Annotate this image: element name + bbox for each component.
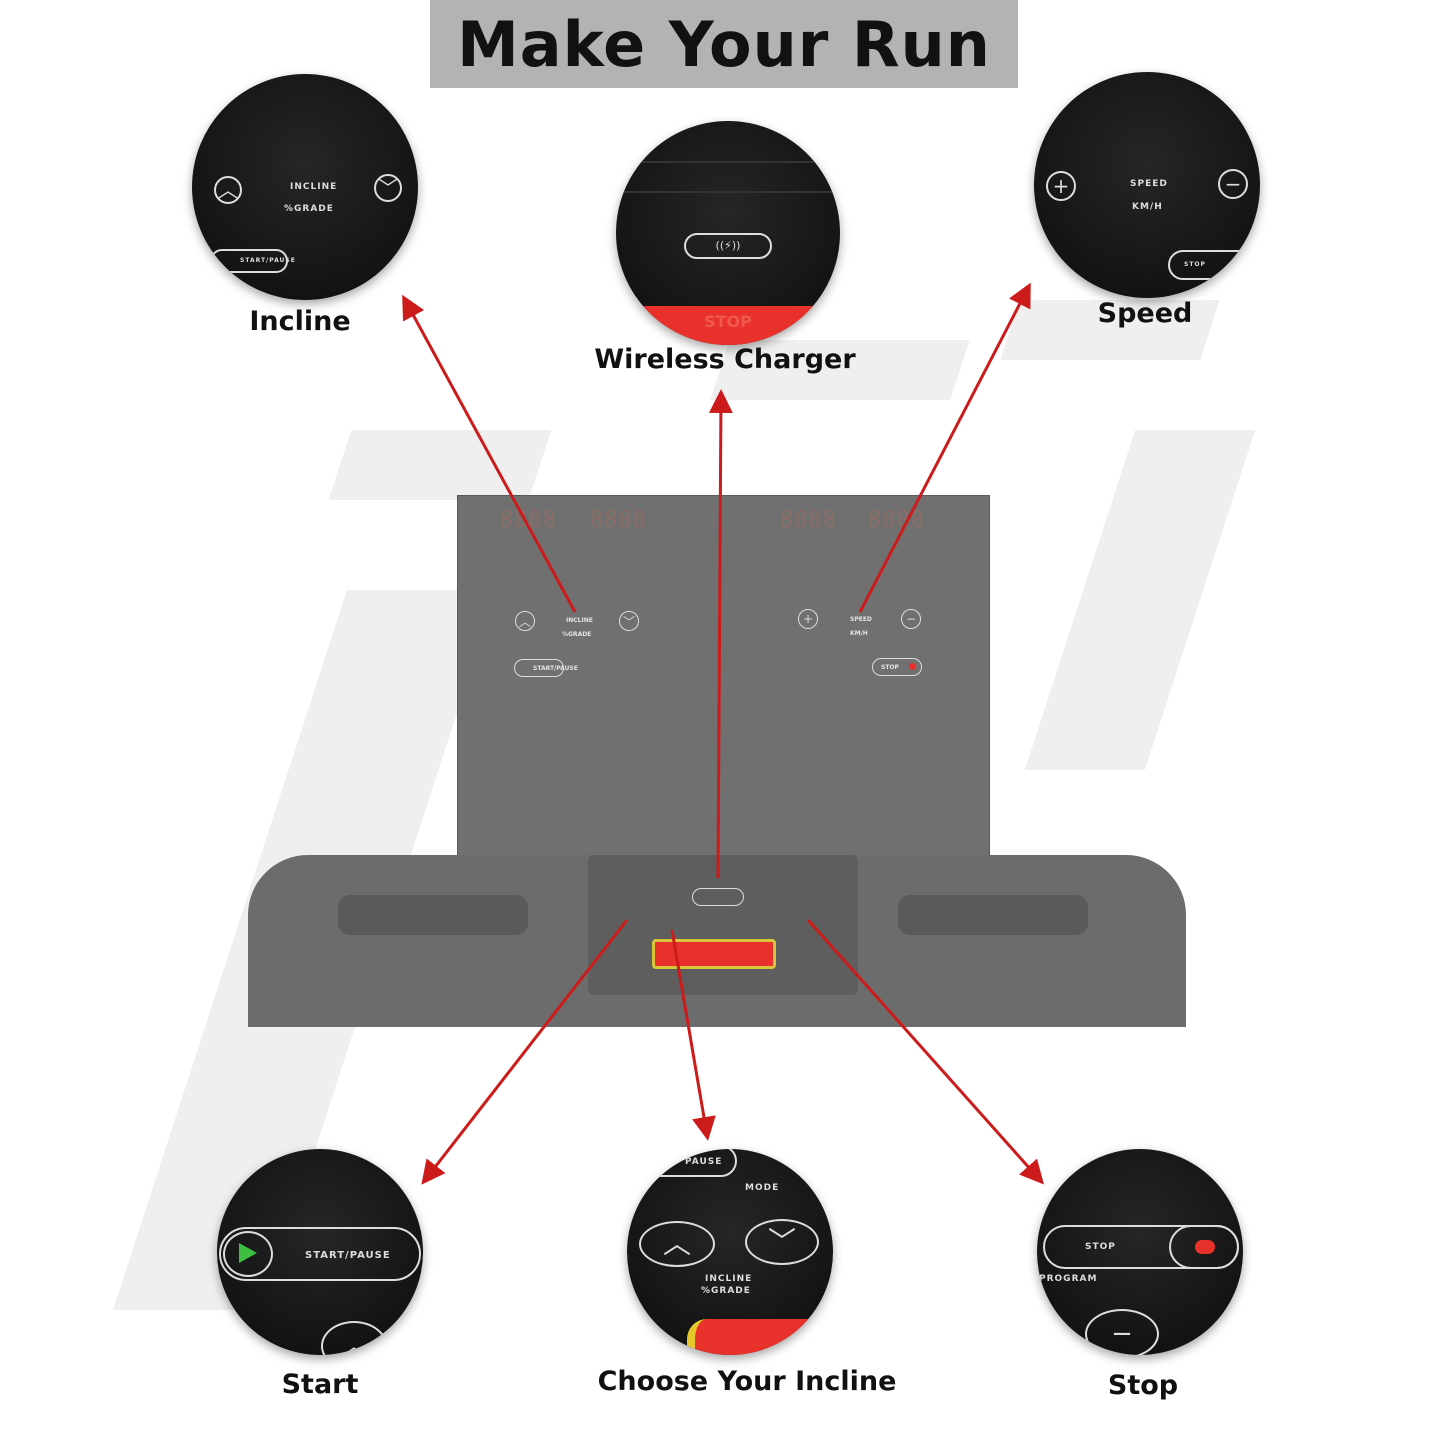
start-pause-pill: START/PAUSE — [219, 1227, 421, 1281]
speed-minus-icon[interactable]: − — [901, 609, 921, 629]
kmh-text: KM/H — [1132, 202, 1163, 212]
speed-text: SPEED — [1130, 179, 1168, 189]
page-title: Make Your Run — [457, 7, 991, 81]
incline-down-icon[interactable]: ﹀ — [619, 611, 639, 631]
minus-icon: − — [1085, 1309, 1159, 1355]
play-pause-icon — [223, 1231, 273, 1277]
wireless-charger-pad-icon — [692, 888, 744, 906]
panel-speed-label: SPEED — [850, 616, 872, 623]
left-cup-holder — [338, 895, 528, 935]
arrow-choose-incline — [670, 929, 716, 1141]
display-distance: 8888 — [868, 508, 925, 533]
pause-pill: PAUSE — [627, 1149, 737, 1177]
stop-key: STOP — [616, 306, 840, 345]
stop-callout-circle: STOP PROGRAM − — [1037, 1149, 1243, 1355]
speed-label: Speed — [1097, 298, 1193, 329]
arrow-speed — [858, 282, 1031, 613]
start-label: Start — [281, 1369, 359, 1400]
minus-icon: − — [1218, 169, 1248, 199]
stop-label: Stop — [1107, 1370, 1179, 1401]
chevron-up-icon: ︿ — [214, 176, 242, 204]
start-callout-circle: START/PAUSE ︿ — [217, 1149, 423, 1355]
plus-icon: + — [1046, 171, 1076, 201]
chevron-up-icon: ︿ — [321, 1321, 387, 1355]
speed-callout-circle: + SPEED KM/H − STOP — [1034, 72, 1260, 298]
start-pause-pill: START/PAUSE — [210, 249, 295, 273]
panel-start-button[interactable]: START/PAUSE — [514, 659, 578, 677]
chevron-down-icon: ﹀ — [745, 1219, 819, 1265]
arrow-incline — [402, 294, 577, 613]
choose-incline-callout-circle: PAUSE MODE ︿ ﹀ INCLINE %GRADE — [627, 1149, 833, 1355]
treadmill-console-base — [248, 855, 1186, 1027]
incline-text: INCLINE — [290, 182, 338, 192]
incline-label: Incline — [249, 306, 351, 337]
display-calories: 8888 — [590, 508, 647, 533]
display-time: 8888 — [780, 508, 837, 533]
choose-incline-label: Choose Your Incline — [597, 1366, 897, 1397]
chevron-down-icon: ﹀ — [374, 174, 402, 202]
chevron-up-icon: ︿ — [639, 1221, 715, 1267]
arrow-stop — [806, 919, 1044, 1185]
speed-plus-icon[interactable]: + — [798, 609, 818, 629]
panel-incline-label: INCLINE — [566, 617, 593, 624]
panel-kmh-label: KM/H — [850, 630, 868, 637]
panel-grade-label: %GRADE — [562, 631, 592, 638]
stop-red-dot-icon — [1169, 1225, 1239, 1269]
arrow-wireless — [708, 389, 733, 879]
right-cup-holder — [898, 895, 1088, 935]
stop-key — [687, 1319, 833, 1355]
wireless-charger-callout-circle: ((⚡)) STOP — [616, 121, 840, 345]
incline-text: INCLINE — [705, 1274, 753, 1284]
panel-stop-button[interactable]: STOP — [872, 658, 922, 676]
wireless-charging-icon: ((⚡)) — [684, 233, 772, 259]
emergency-stop-key[interactable] — [652, 939, 776, 969]
mode-text: MODE — [745, 1183, 780, 1193]
incline-callout-circle: ︿ INCLINE %GRADE ﹀ START/PAUSE — [192, 74, 418, 300]
incline-up-icon[interactable]: ︿ — [515, 611, 535, 631]
arrow-start — [421, 919, 629, 1185]
stop-pill: STOP — [1168, 250, 1260, 280]
program-text: PROGRAM — [1039, 1274, 1098, 1284]
title-banner: Make Your Run — [430, 0, 1018, 88]
grade-text: %GRADE — [284, 204, 334, 214]
wireless-charger-label: Wireless Charger — [594, 344, 856, 375]
stop-pill: STOP — [1043, 1225, 1239, 1269]
grade-text: %GRADE — [701, 1286, 751, 1296]
